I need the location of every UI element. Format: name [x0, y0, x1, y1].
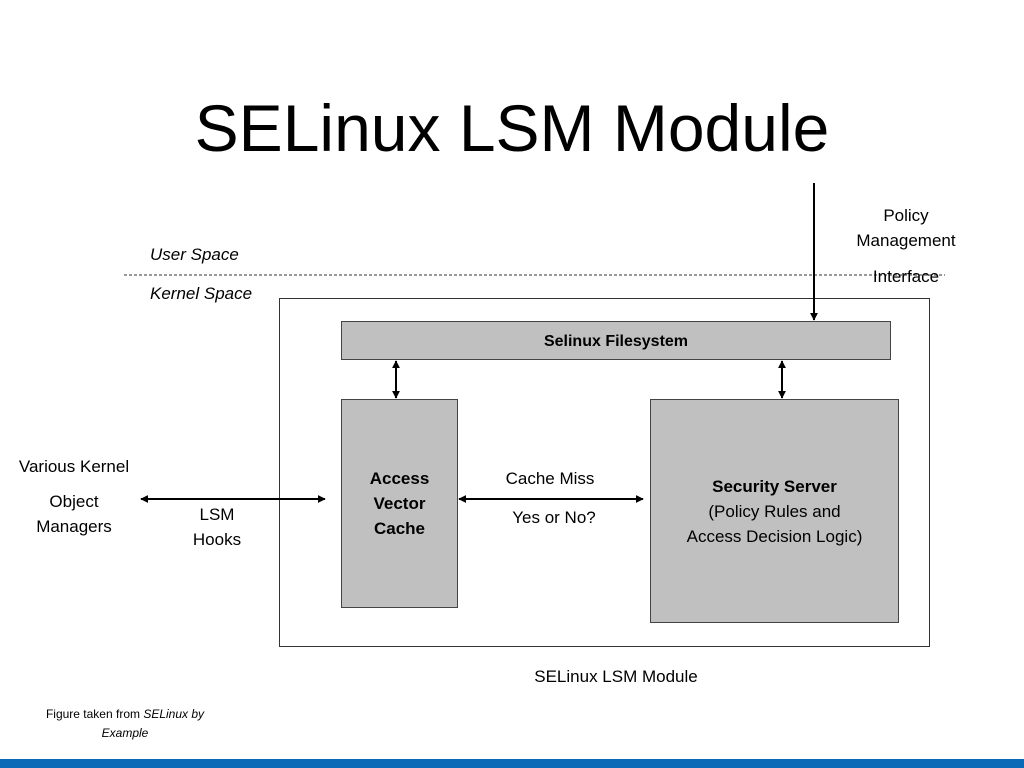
security-server-box: Security Server (Policy Rules and Access… — [650, 399, 899, 623]
user-space-label: User Space — [150, 245, 239, 264]
selinux-filesystem-label: Selinux Filesystem — [543, 333, 689, 350]
avc-label-line1: Access — [369, 469, 430, 488]
module-caption: SELinux LSM Module — [534, 667, 698, 686]
security-server-line1: (Policy Rules and — [708, 502, 841, 521]
cache-miss-label: Cache Miss — [505, 469, 595, 488]
avc-label-line3: Cache — [373, 519, 426, 538]
lsm-hooks-line1: LSM — [199, 505, 235, 524]
various-kernel-line2: Object — [49, 492, 99, 511]
policy-label-line1: Policy — [883, 206, 929, 225]
policy-label-line2: Management — [856, 231, 956, 250]
citation-source-line2: Example — [101, 726, 149, 740]
slide-title: SELinux LSM Module — [194, 91, 830, 165]
access-vector-cache-box: Access Vector Cache — [341, 399, 458, 608]
security-server-title: Security Server — [712, 477, 837, 496]
various-kernel-line3: Managers — [36, 517, 112, 536]
policy-label-line3: Interface — [872, 267, 940, 286]
yes-or-no-label: Yes or No? — [512, 508, 596, 527]
lsm-hooks-line2: Hooks — [192, 530, 242, 549]
various-kernel-line1: Various Kernel — [18, 457, 130, 476]
figure-citation: Figure taken from SELinux by Example — [20, 705, 230, 743]
security-server-line2: Access Decision Logic) — [686, 527, 863, 546]
avc-label-line2: Vector — [373, 494, 426, 513]
kernel-space-label: Kernel Space — [150, 284, 253, 303]
citation-prefix: Figure taken from — [45, 707, 144, 721]
footer-bar — [0, 759, 1024, 768]
selinux-filesystem-box: Selinux Filesystem — [341, 321, 891, 360]
citation-source: SELinux by — [143, 707, 205, 721]
